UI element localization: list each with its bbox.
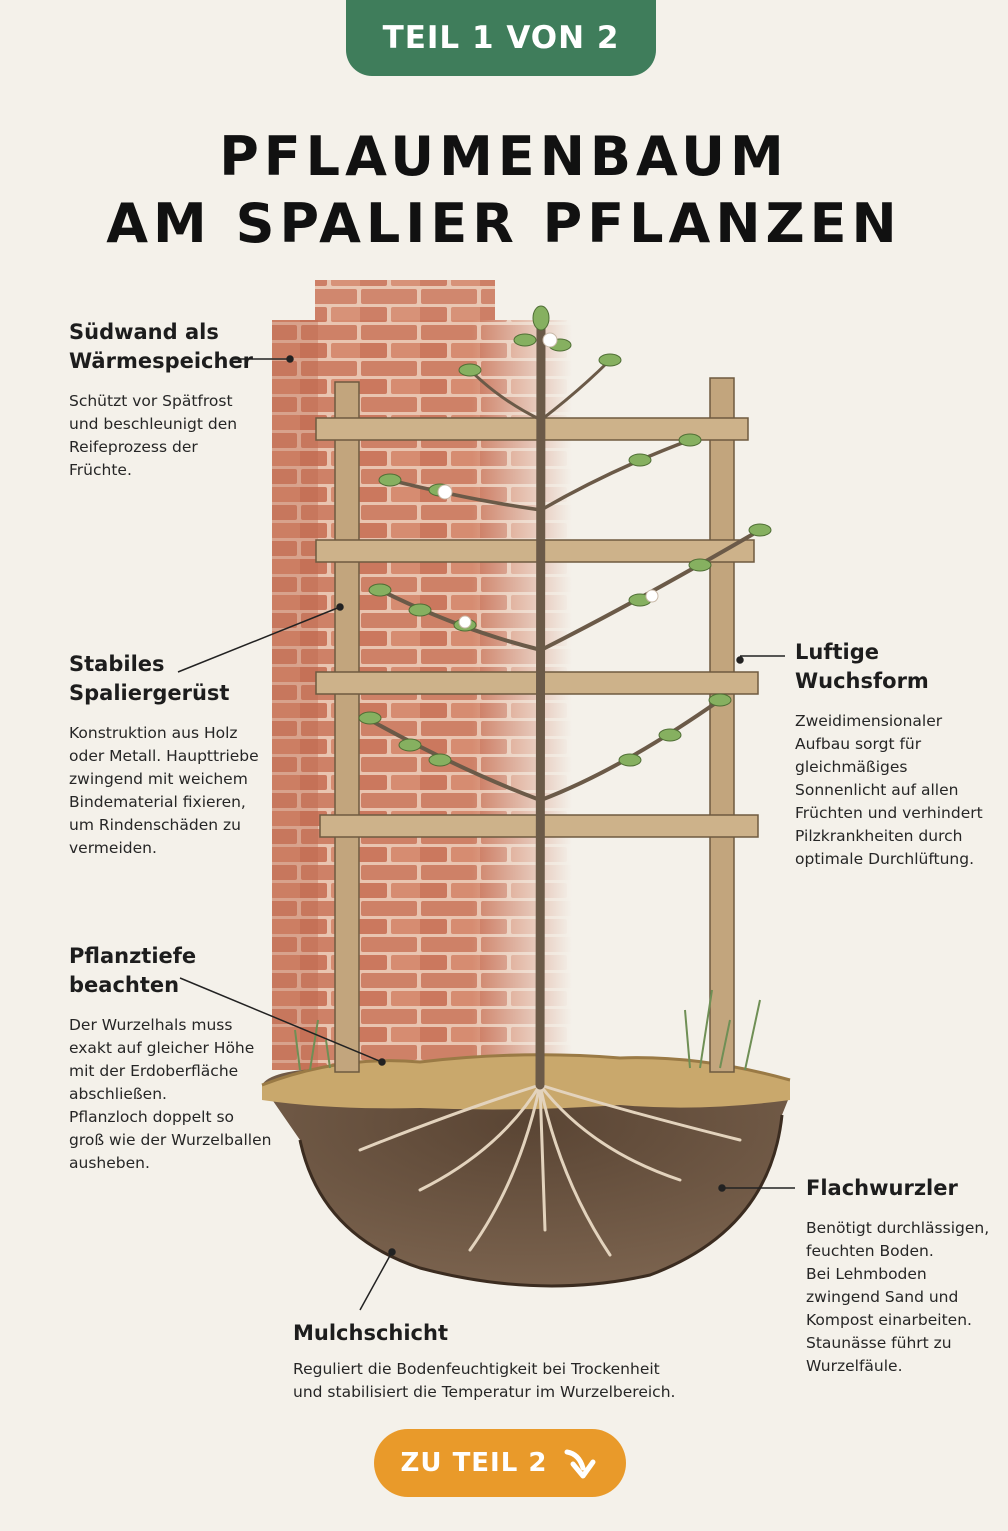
annotation-trellis-frame: Stabiles Spaliergerüst Konstruktion aus … xyxy=(69,650,289,860)
annotation-text: Aufbau sorgt für xyxy=(795,735,922,753)
annotation-text: Wurzelfäule. xyxy=(806,1357,903,1375)
annotation-text: um Rindenschäden zu xyxy=(69,816,241,834)
annotation-text: und beschleunigt den xyxy=(69,415,238,433)
annotation-heading: Luftige xyxy=(795,640,879,664)
annotation-text: Staunässe führt zu xyxy=(806,1334,952,1352)
annotation-heading: Wuchsform xyxy=(795,669,929,693)
annotation-text: abschließen. xyxy=(69,1085,167,1103)
annotation-shallow-roots: Flachwurzler Benötigt durchlässigen, feu… xyxy=(806,1174,1006,1378)
annotation-text: oder Metall. Haupttriebe xyxy=(69,747,259,765)
arrow-down-right-icon xyxy=(564,1449,596,1479)
annotation-heading: Südwand als xyxy=(69,320,219,344)
annotation-text: Zweidimensionaler xyxy=(795,712,943,730)
annotation-planting-depth: Pflanztiefe beachten Der Wurzelhals muss… xyxy=(69,942,299,1175)
annotation-heading: Pflanztiefe xyxy=(69,944,197,968)
annotation-leader-lines xyxy=(177,355,795,1311)
annotation-heading: Mulchschicht xyxy=(293,1321,448,1345)
annotation-mulch-layer: Mulchschicht Reguliert die Bodenfeuchtig… xyxy=(293,1319,713,1404)
annotation-text: groß wie der Wurzelballen xyxy=(69,1131,272,1149)
annotation-text: Bei Lehmboden xyxy=(806,1265,927,1283)
annotation-text: Reguliert die Bodenfeuchtigkeit bei Troc… xyxy=(293,1360,660,1378)
annotation-text: Der Wurzelhals muss xyxy=(69,1016,233,1034)
annotation-text: optimale Durchlüftung. xyxy=(795,850,975,868)
roots xyxy=(358,1083,742,1257)
grass xyxy=(294,989,761,1071)
annotation-heading: Wärmespeicher xyxy=(69,349,254,373)
annotation-text: Kompost einarbeiten. xyxy=(806,1311,972,1329)
next-part-button-label: ZU TEIL 2 xyxy=(400,1448,548,1478)
annotation-airy-growth: Luftige Wuchsform Zweidimensionaler Aufb… xyxy=(795,638,1000,871)
annotation-text: Früchten und verhindert xyxy=(795,804,983,822)
annotation-text: Sonnenlicht auf allen xyxy=(795,781,959,799)
page-title-line-1: PFLAUMENBAUM xyxy=(219,125,789,188)
annotation-text: zwingend Sand und xyxy=(806,1288,959,1306)
blossoms xyxy=(437,332,659,629)
annotation-text: gleichmäßiges xyxy=(795,758,908,776)
annotation-text: Reifeprozess der xyxy=(69,438,198,456)
annotation-text: zwingend mit weichem xyxy=(69,770,248,788)
annotation-text: Pilzkrankheiten durch xyxy=(795,827,963,845)
page-title-line-2: AM SPALIER PFLANZEN xyxy=(106,192,902,255)
annotation-heading: Flachwurzler xyxy=(806,1176,958,1200)
annotation-text: Konstruktion aus Holz xyxy=(69,724,238,742)
annotation-text: ausheben. xyxy=(69,1154,150,1172)
next-part-button[interactable]: ZU TEIL 2 xyxy=(374,1429,626,1497)
leaves xyxy=(358,305,772,767)
annotation-text: Schützt vor Spätfrost xyxy=(69,392,233,410)
annotation-text: und stabilisiert die Temperatur im Wurze… xyxy=(293,1383,676,1401)
annotation-text: mit der Erdoberfläche xyxy=(69,1062,239,1080)
annotation-text: feuchten Boden. xyxy=(806,1242,934,1260)
annotation-text: Bindematerial fixieren, xyxy=(69,793,246,811)
annotation-heading: beachten xyxy=(69,973,180,997)
annotation-heading: Spaliergerüst xyxy=(69,681,230,705)
annotation-text: Früchte. xyxy=(69,461,132,479)
brick-wall xyxy=(272,280,572,1070)
annotation-south-wall: Südwand als Wärmespeicher Schützt vor Sp… xyxy=(69,318,269,482)
trellis xyxy=(315,377,759,1073)
annotation-text: Benötigt durchlässigen, xyxy=(806,1219,990,1237)
part-badge: TEIL 1 VON 2 xyxy=(346,0,656,76)
annotation-text: Pflanzloch doppelt so xyxy=(69,1108,235,1126)
annotation-heading: Stabiles xyxy=(69,652,165,676)
annotation-text: vermeiden. xyxy=(69,839,157,857)
annotation-text: exakt auf gleicher Höhe xyxy=(69,1039,255,1057)
soil-pit xyxy=(261,1053,791,1288)
